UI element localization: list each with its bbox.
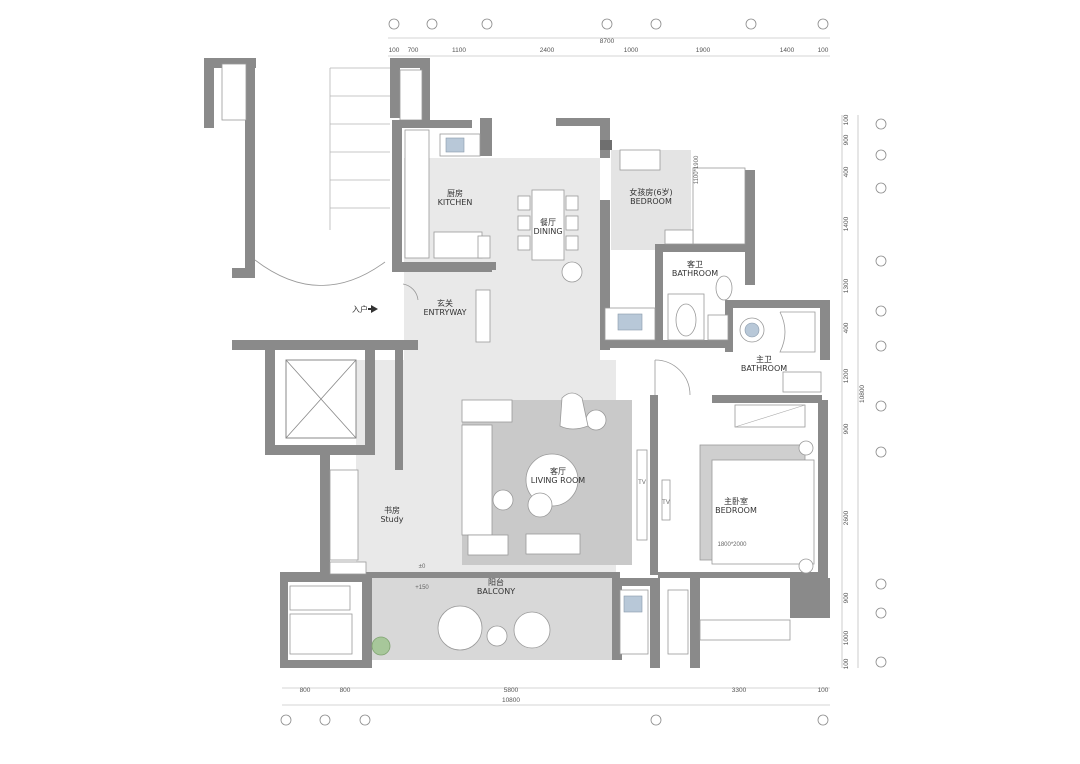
svg-text:700: 700 — [408, 47, 419, 54]
room-labels: 厨房 KITCHEN 餐厅 DINING 女孩房(6岁) BEDROOM 客卫 … — [352, 187, 787, 596]
svg-text:2400: 2400 — [540, 47, 555, 54]
balcony-floor — [370, 578, 616, 660]
living-label-en: LIVING ROOM — [531, 476, 586, 485]
svg-text:1000: 1000 — [843, 630, 850, 645]
study-desk — [329, 469, 367, 575]
bottom-segment-dims: 800 800 5800 3300 100 — [300, 687, 829, 694]
svg-text:900: 900 — [843, 423, 850, 434]
walls — [232, 118, 830, 668]
annotations: ±0 +150 TV TV 1800*2000 1100*1900 — [415, 155, 747, 591]
svg-text:1100: 1100 — [452, 47, 466, 54]
sofa-group — [461, 392, 607, 556]
kitchen-counters — [404, 129, 491, 259]
balcony-furniture — [289, 585, 791, 656]
svg-text:100: 100 — [843, 114, 850, 125]
daughter-bedroom-label-en: BEDROOM — [630, 197, 672, 206]
daughter-bedroom-label-cn: 女孩房(6岁) — [629, 187, 672, 197]
svg-text:900: 900 — [843, 134, 850, 145]
svg-text:1300: 1300 — [843, 278, 850, 293]
svg-text:1000: 1000 — [624, 47, 639, 54]
balcony-label-cn: 阳台 — [488, 577, 504, 587]
master-door-swing — [654, 359, 691, 396]
floor-level-tag: ±0 — [419, 564, 426, 570]
master-bed — [699, 404, 815, 574]
top-segment-dims: 100 700 1100 2400 1000 1900 1400 100 — [389, 47, 829, 54]
daughter-bedroom-furniture — [619, 149, 746, 245]
right-grid-axes — [841, 115, 887, 668]
svg-text:900: 900 — [843, 592, 850, 603]
study-label-en: Study — [380, 515, 403, 524]
dining-table — [517, 189, 583, 283]
kitchen-label-en: KITCHEN — [438, 198, 473, 207]
wardrobe-size-tag: 1100*1900 — [694, 155, 700, 184]
stair-core — [204, 58, 430, 286]
svg-text:100: 100 — [818, 47, 829, 54]
svg-text:1400: 1400 — [780, 47, 795, 54]
bed-size-tag: 1800*2000 — [717, 542, 747, 548]
svg-text:1900: 1900 — [696, 47, 711, 54]
tv-tag-right: TV — [662, 500, 670, 506]
right-total-dim: 10800 — [859, 385, 866, 403]
kitchen-label-cn: 厨房 — [447, 188, 463, 198]
master-bedroom-label-en: BEDROOM — [715, 506, 757, 515]
balcony-level-tag: +150 — [415, 585, 429, 591]
master-bath-fixtures — [739, 311, 822, 393]
bottom-grid-axes — [280, 687, 830, 726]
svg-text:400: 400 — [843, 166, 850, 177]
guest-bath-fixtures — [604, 275, 733, 341]
tv-tag-left: TV — [638, 480, 646, 486]
svg-text:2600: 2600 — [843, 510, 850, 525]
svg-text:100: 100 — [389, 47, 400, 54]
top-grid-axes — [388, 18, 830, 57]
dining-label-cn: 餐厅 — [540, 218, 556, 227]
svg-text:5800: 5800 — [504, 687, 519, 694]
top-total-dim: 8700 — [600, 38, 615, 45]
entryway-label-en: ENTRYWAY — [423, 308, 466, 317]
svg-text:3300: 3300 — [732, 687, 747, 694]
master-bath-label-en: BATHROOM — [741, 364, 787, 373]
svg-text:1400: 1400 — [843, 216, 850, 231]
entry-arrow-icon — [371, 305, 378, 313]
right-segment-dims: 100 900 400 1400 1300 400 1200 900 2600 … — [843, 114, 850, 669]
living-label-cn: 客厅 — [550, 466, 566, 476]
svg-text:100: 100 — [843, 658, 850, 669]
guest-bath-label-cn: 客卫 — [687, 259, 703, 269]
study-label-cn: 书房 — [384, 505, 400, 515]
elevator-shaft — [265, 350, 375, 455]
dining-label-en: DINING — [533, 227, 562, 236]
plant-icon — [371, 636, 391, 656]
master-bedroom-label-cn: 主卧室 — [724, 496, 748, 506]
svg-text:800: 800 — [300, 687, 311, 694]
guest-bath-label-en: BATHROOM — [672, 269, 718, 278]
entry-cabinet — [402, 283, 491, 343]
tv-wall — [636, 449, 671, 541]
entryway-label-cn: 玄关 — [437, 298, 453, 308]
bottom-total-dim: 10800 — [502, 697, 520, 704]
balcony-label-en: BALCONY — [477, 587, 515, 596]
svg-text:1200: 1200 — [843, 368, 850, 383]
svg-text:400: 400 — [843, 322, 850, 333]
svg-text:100: 100 — [818, 687, 829, 694]
entry-label: 入户 — [352, 304, 368, 314]
svg-text:800: 800 — [340, 687, 351, 694]
master-bath-label-cn: 主卫 — [756, 354, 772, 364]
